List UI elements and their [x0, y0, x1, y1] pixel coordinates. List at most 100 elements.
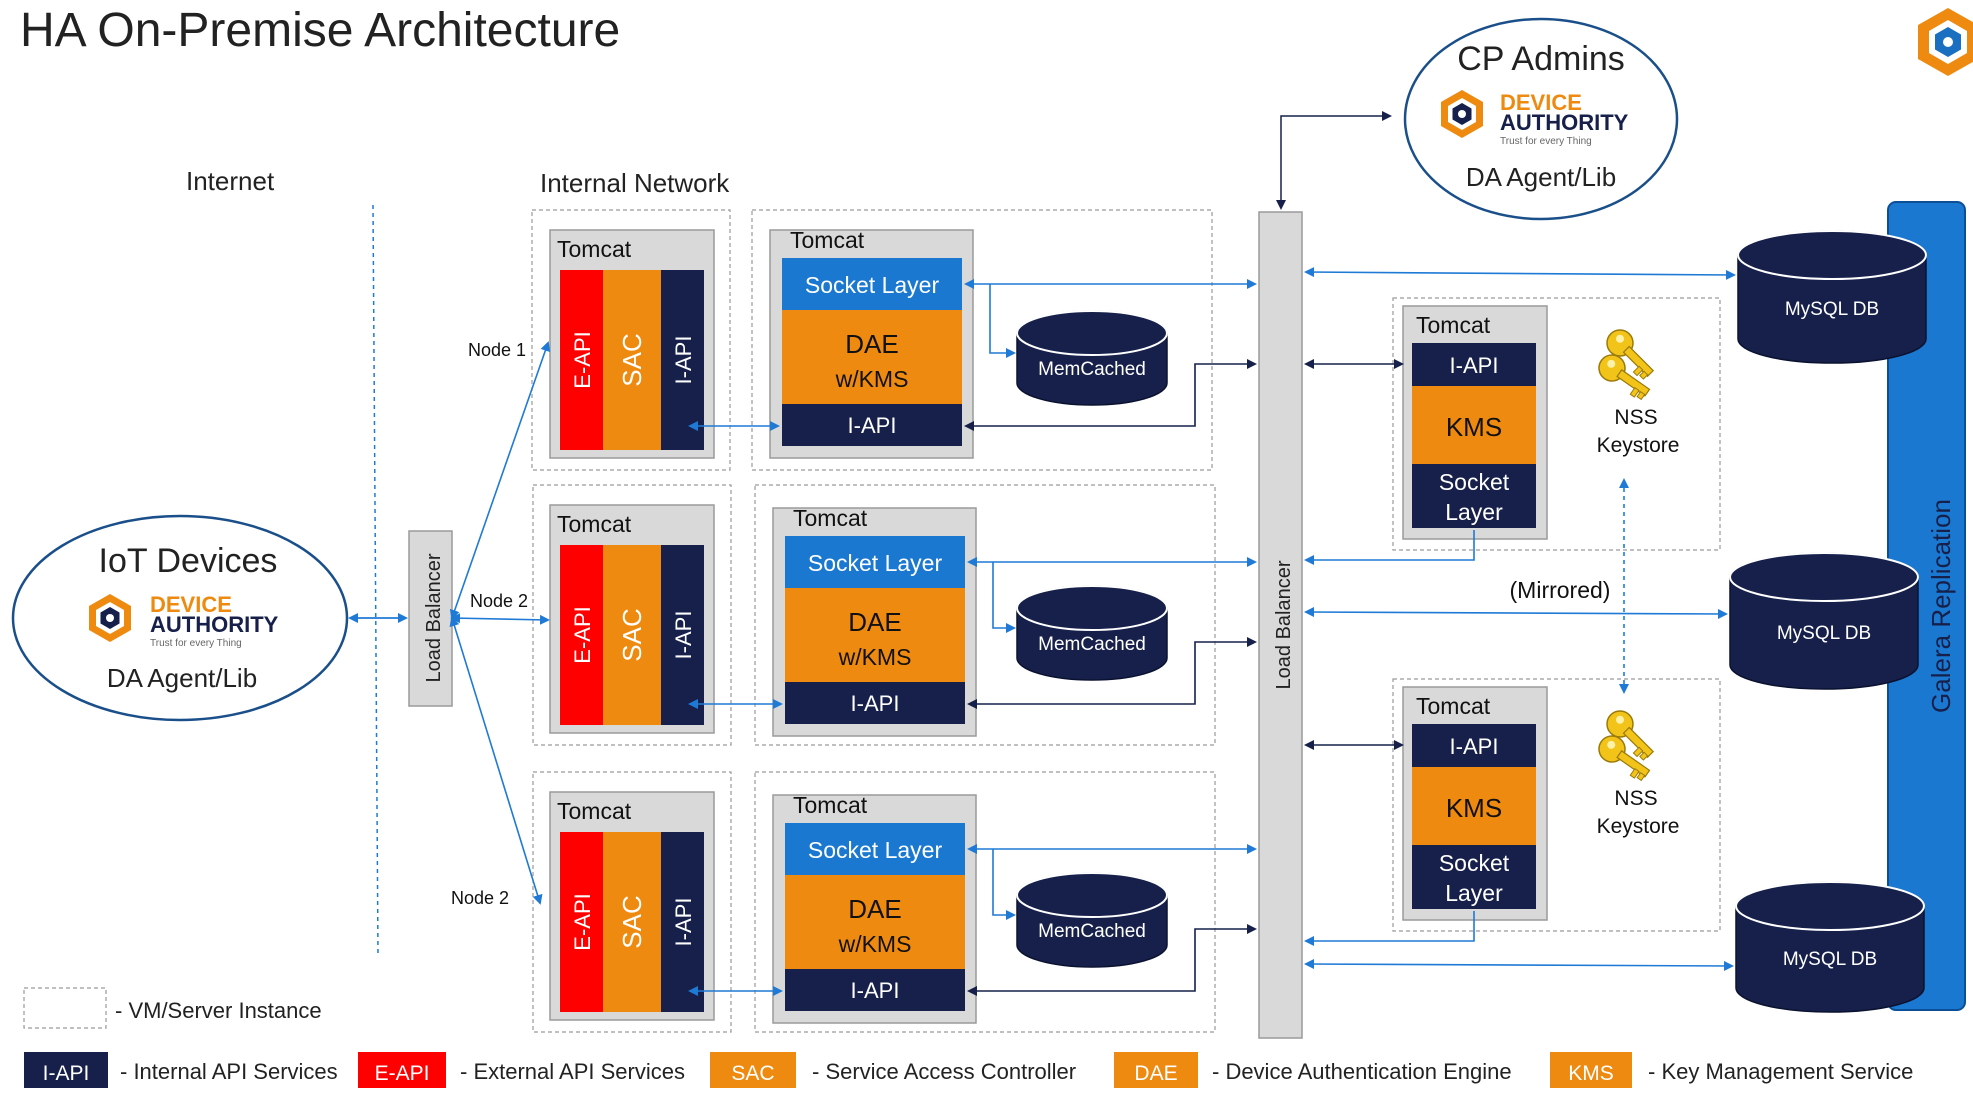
kms-label: KMS [1446, 793, 1502, 823]
dae-kms-label: w/KMS [838, 644, 912, 670]
socket-layer-label: Socket Layer [805, 272, 940, 298]
kms-tomcat-label: Tomcat [1416, 693, 1491, 719]
kms-block [1412, 386, 1536, 464]
galera-label: Galera Replication [1926, 499, 1956, 713]
eapi-label: E-API [570, 606, 595, 663]
legend-desc: - Key Management Service [1648, 1059, 1913, 1084]
kms-iapi-block [1412, 724, 1536, 767]
dae-block [782, 310, 962, 404]
lb-to-node-arrow [449, 616, 543, 905]
lb-to-mysql-3-arrow [1304, 959, 1734, 971]
eapi-block [560, 832, 603, 1012]
mysql-db-label: MySQL DB [1785, 299, 1879, 320]
iot-logo-tagline: Trust for every Thing [150, 638, 242, 649]
cp-to-lb-arrow [1276, 111, 1392, 210]
legend-tag: I-API [43, 1062, 90, 1085]
iot-logo-main: DEVICE [150, 592, 232, 617]
kms-socket-label-2: Layer [1445, 499, 1503, 525]
front-tomcat-label: Tomcat [557, 511, 632, 537]
socket-layer-label: Socket Layer [808, 550, 943, 576]
internet-label: Internet [186, 166, 275, 196]
legend-swatch [358, 1052, 446, 1088]
cp-admins-group: CP Admins DEVICE AUTHORITY Trust for eve… [1403, 17, 1679, 221]
cp-admins-ellipse [1403, 17, 1679, 221]
legend-vm-text: - VM/Server Instance [115, 998, 322, 1023]
sac-label: SAC [617, 333, 647, 386]
socket-layer-block [785, 823, 965, 875]
lb-to-mysql-1-arrow [1304, 267, 1736, 280]
node-label: Node 2 [470, 591, 528, 611]
dae-tomcat-label: Tomcat [793, 792, 868, 818]
eapi-block [560, 545, 603, 725]
socket-to-memcached-arrow [992, 562, 1016, 633]
socket-to-memcached-arrow [989, 284, 1016, 358]
lb-to-mysql-2-arrow [1304, 607, 1728, 619]
front-iapi-label: I-API [671, 611, 696, 660]
center-load-balancer-label: Load Balancer [1273, 560, 1295, 689]
kms-socket-label-1: Socket [1439, 469, 1510, 495]
internal-network-label: Internal Network [540, 168, 730, 198]
iot-devices-group: IoT Devices DEVICE AUTHORITY Trust for e… [11, 514, 349, 722]
brand-logo-icon [1918, 8, 1973, 76]
front-iapi-label: I-API [671, 336, 696, 385]
lb-to-dae-iapi-arrow [967, 637, 1257, 709]
nss-key-icon [1598, 329, 1655, 401]
dae-iapi-block [785, 969, 965, 1011]
legend-swatch [710, 1052, 796, 1088]
memcached-db: MemCached [1016, 585, 1168, 681]
node-label: Node 1 [468, 340, 526, 360]
legend-desc: - Internal API Services [120, 1059, 338, 1084]
kms-iapi-label: I-API [1450, 353, 1499, 378]
legend-tag: SAC [731, 1062, 774, 1085]
kms-socket-label-1: Socket [1439, 850, 1510, 876]
legend-swatch [24, 1052, 108, 1088]
keystore-label: Keystore [1597, 434, 1680, 457]
legend-tag: E-API [375, 1062, 430, 1085]
dae-kms-label: w/KMS [835, 366, 909, 392]
memcached-db-label: MemCached [1038, 634, 1146, 655]
kms-label: KMS [1446, 412, 1502, 442]
nss-key-icon [1598, 710, 1655, 782]
mirrored-label: (Mirrored) [1510, 577, 1611, 603]
sac-block [603, 270, 661, 450]
memcached-db: MemCached [1016, 872, 1168, 968]
dae-iapi-block [782, 404, 962, 446]
dae-label: DAE [848, 607, 901, 637]
legend-tag: KMS [1568, 1062, 1614, 1085]
cp-agent-label: DA Agent/Lib [1466, 162, 1616, 192]
dae-iapi-label: I-API [851, 691, 900, 716]
dae-label: DAE [848, 894, 901, 924]
memcached-db: MemCached [1016, 310, 1168, 406]
lb-to-dae-iapi-arrow [964, 359, 1257, 431]
kms-socket-block [1412, 845, 1536, 909]
sac-block [603, 832, 661, 1012]
kms-socket-label-2: Layer [1445, 880, 1503, 906]
dae-label: DAE [845, 329, 898, 359]
front-iapi-block [661, 270, 704, 450]
mysql-db-label: MySQL DB [1783, 949, 1877, 970]
mysql-db: MySQL DB [1737, 230, 1927, 364]
iot-devices-title: IoT Devices [99, 542, 278, 580]
sac-label: SAC [617, 895, 647, 948]
legend-desc: - Device Authentication Engine [1212, 1059, 1512, 1084]
legend-swatch [1114, 1052, 1198, 1088]
node-label: Node 2 [451, 888, 509, 908]
nss-label: NSS [1614, 406, 1657, 429]
dae-tomcat-label: Tomcat [790, 227, 865, 253]
left-load-balancer-label: Load Balancer [423, 553, 445, 682]
dae-iapi-block [785, 682, 965, 724]
dae-tomcat-label: Tomcat [793, 505, 868, 531]
kms-tomcat-label: Tomcat [1416, 312, 1491, 338]
dae-iapi-label: I-API [848, 413, 897, 438]
socket-to-memcached-arrow [992, 849, 1016, 920]
kms-iapi-block [1412, 343, 1536, 386]
galera-replication-bar: Galera Replication [1887, 201, 1966, 1011]
eapi-label: E-API [570, 331, 595, 388]
front-iapi-label: I-API [671, 898, 696, 947]
iot-devices-ellipse [11, 514, 349, 722]
